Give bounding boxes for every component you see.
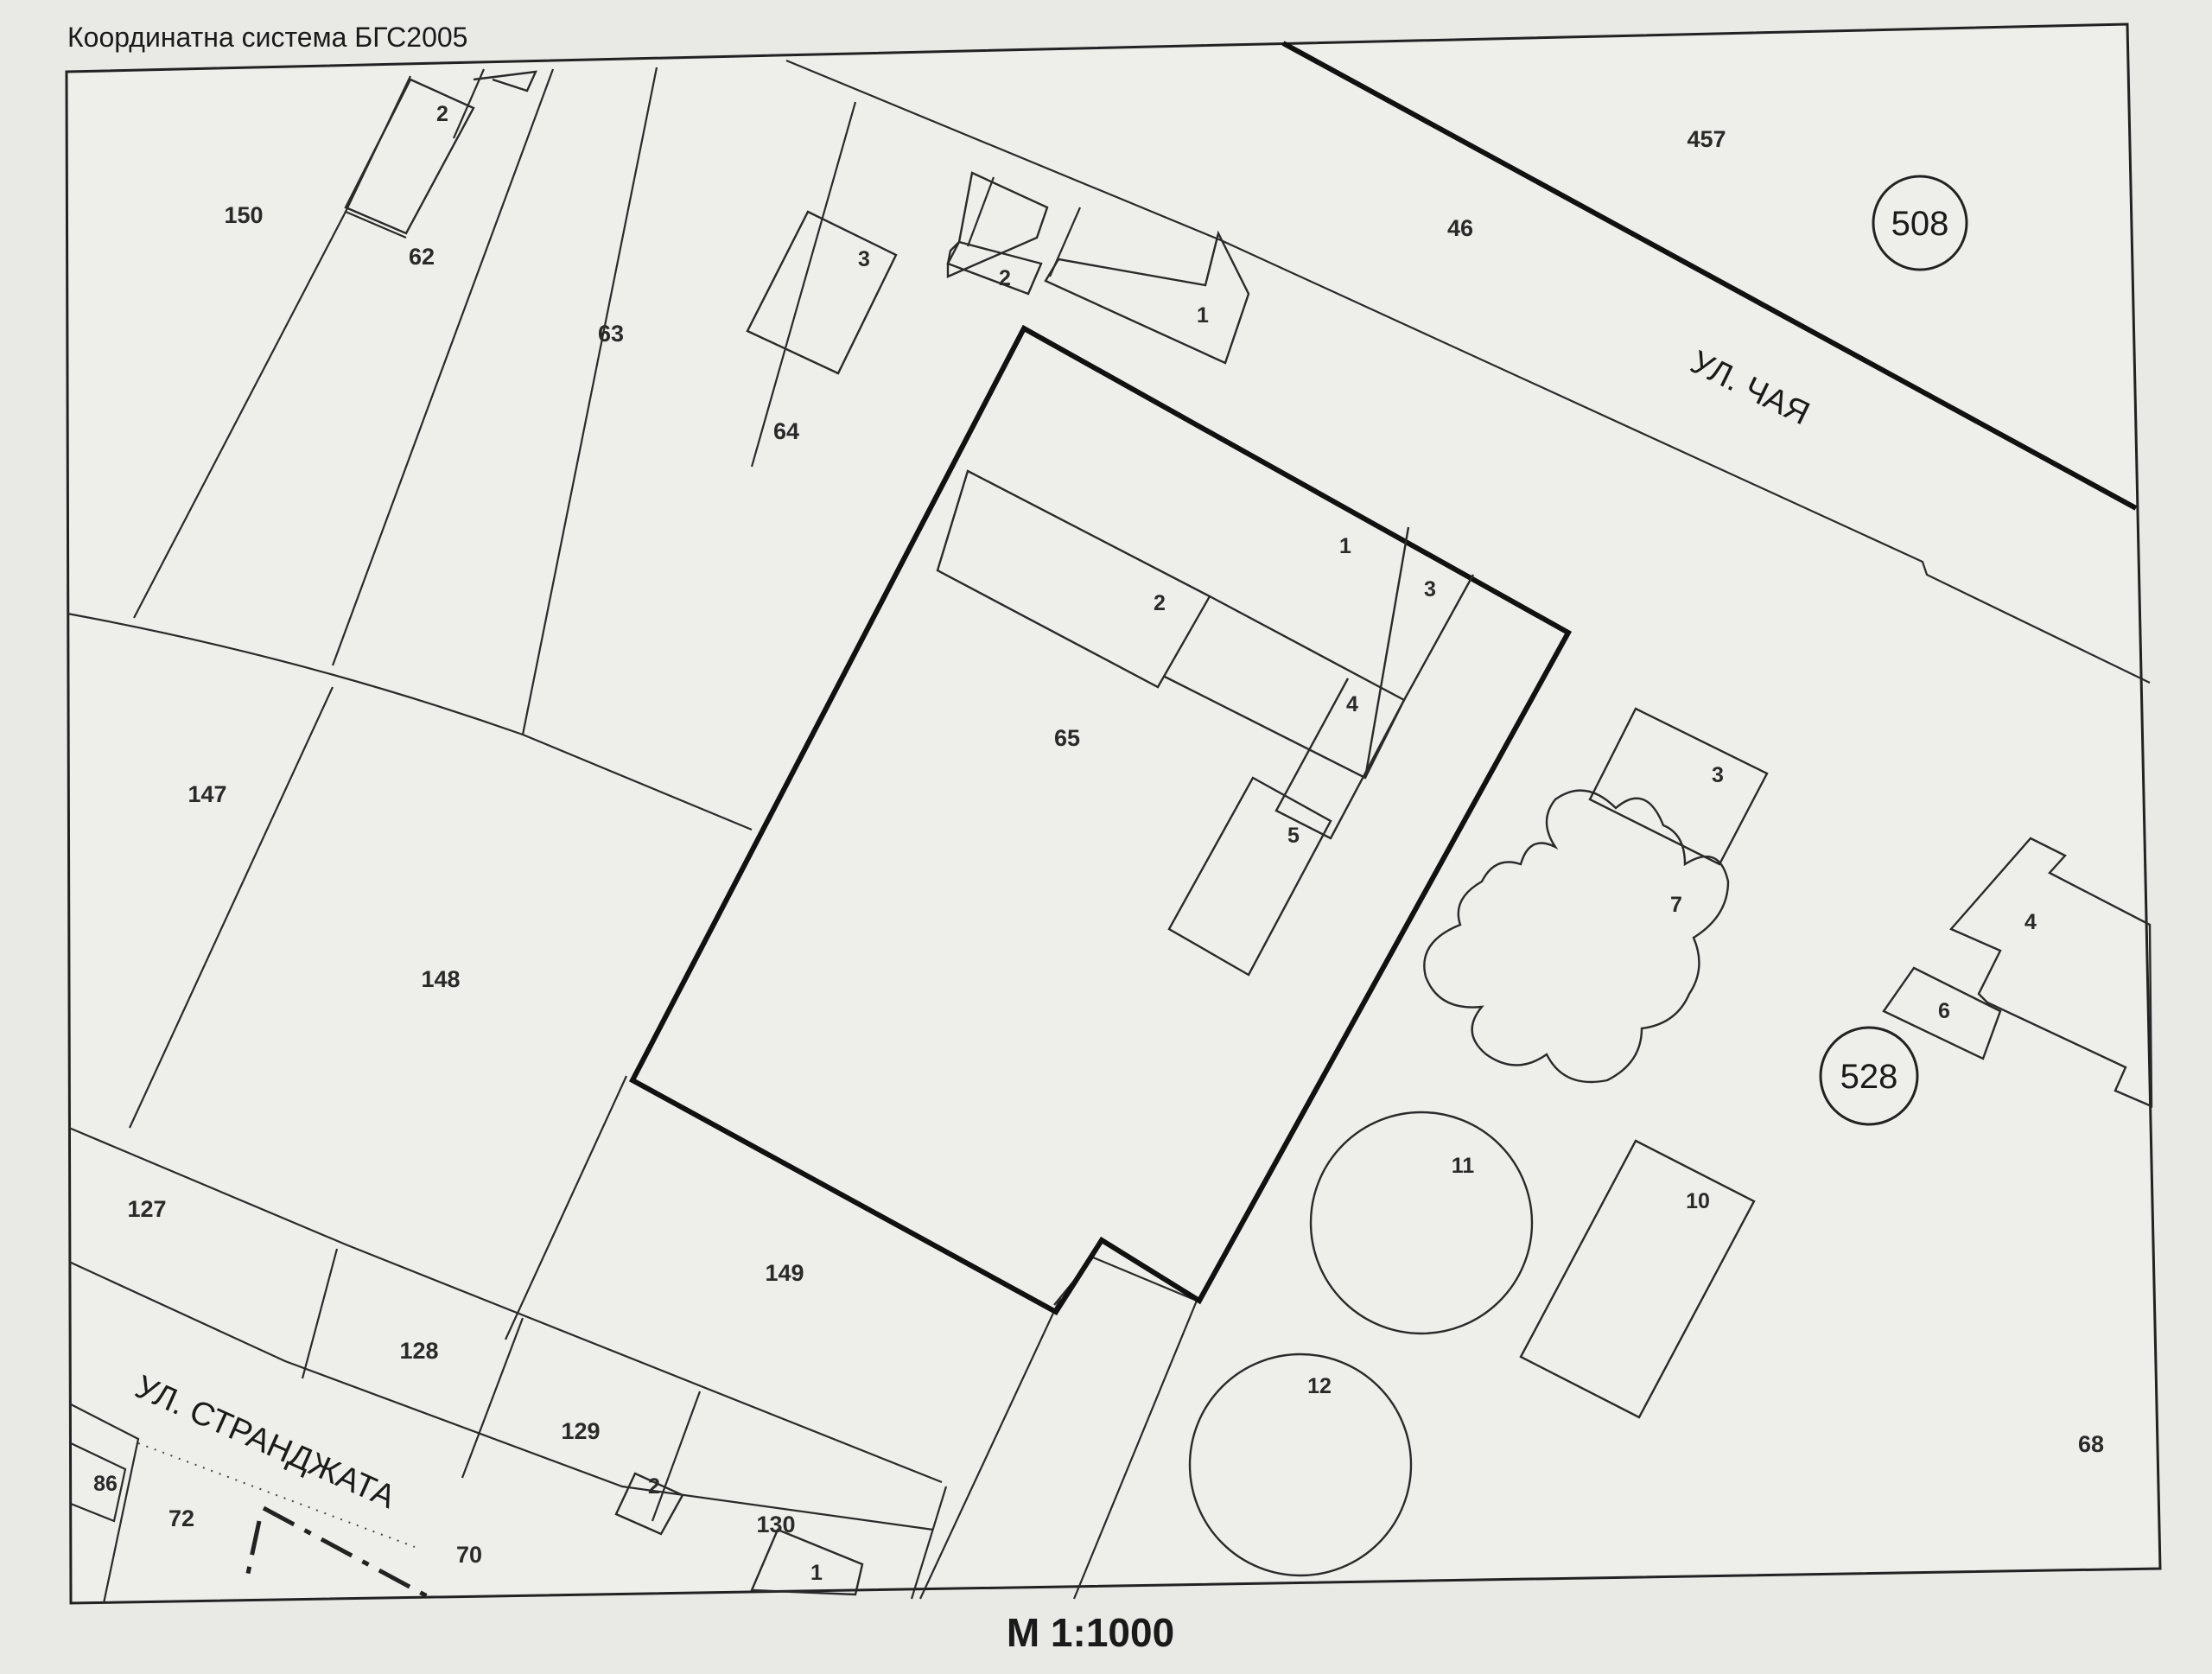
building-65-4: 4 bbox=[1346, 692, 1358, 716]
circled-508-label: 508 bbox=[1891, 205, 1949, 243]
circled-528 bbox=[1819, 1026, 1919, 1126]
map-frame bbox=[65, 22, 2162, 1605]
parcel-457: 457 bbox=[1687, 126, 1726, 152]
building-129-2: 2 bbox=[648, 1474, 660, 1499]
building-68-4: 4 bbox=[2024, 910, 2037, 934]
building-68-6: 6 bbox=[1938, 999, 1950, 1023]
parcel-129: 129 bbox=[561, 1418, 600, 1444]
circled-528-label: 528 bbox=[1840, 1058, 1898, 1096]
coordinate-system-label: Координатна система БГС2005 bbox=[67, 22, 467, 53]
building-2-top: 2 bbox=[999, 266, 1011, 290]
parcel-46: 46 bbox=[1447, 215, 1473, 241]
building-68-11: 11 bbox=[1452, 1154, 1475, 1178]
parcel-148: 148 bbox=[421, 966, 460, 992]
parcel-150: 150 bbox=[224, 202, 263, 228]
building-65-3: 3 bbox=[1424, 577, 1436, 601]
parcel-127: 127 bbox=[127, 1196, 166, 1222]
parcel-65-boundary bbox=[628, 324, 1573, 1315]
parcel-labels: 457 46 150 62 63 64 65 147 148 149 127 1… bbox=[93, 126, 2104, 1568]
building-1-top: 1 bbox=[1197, 303, 1209, 328]
building-68-10: 10 bbox=[1686, 1189, 1710, 1213]
parcel-149: 149 bbox=[765, 1260, 804, 1286]
parcel-147: 147 bbox=[188, 781, 226, 807]
parcel-128: 128 bbox=[399, 1338, 438, 1364]
building-65-5: 5 bbox=[1287, 824, 1300, 848]
building-68-7: 7 bbox=[1670, 893, 1682, 917]
building-64-3: 3 bbox=[858, 247, 870, 271]
building-62-2: 2 bbox=[436, 102, 448, 126]
buildings bbox=[344, 70, 2153, 1596]
parcel-72: 72 bbox=[168, 1505, 194, 1531]
parcel-68: 68 bbox=[2078, 1431, 2104, 1457]
parcel-130: 130 bbox=[756, 1512, 795, 1537]
scale-label: М 1:1000 bbox=[1007, 1610, 1174, 1655]
parcel-boundaries bbox=[67, 41, 2151, 1604]
parcel-65: 65 bbox=[1054, 725, 1080, 751]
building-68-12: 12 bbox=[1307, 1374, 1332, 1398]
building-65-1: 1 bbox=[1339, 534, 1351, 558]
parcel-63: 63 bbox=[598, 321, 624, 347]
building-68-3: 3 bbox=[1712, 763, 1724, 787]
parcel-86: 86 bbox=[93, 1472, 118, 1496]
building-labels: 2 3 2 1 1 2 3 4 5 3 7 4 6 10 11 12 2 1 bbox=[436, 102, 2037, 1585]
parcel-62: 62 bbox=[409, 244, 435, 270]
building-65-2: 2 bbox=[1154, 591, 1166, 615]
parcel-70: 70 bbox=[456, 1542, 482, 1568]
parcel-64: 64 bbox=[773, 418, 799, 444]
building-130-1: 1 bbox=[810, 1561, 823, 1585]
circled-508 bbox=[1872, 175, 1968, 271]
